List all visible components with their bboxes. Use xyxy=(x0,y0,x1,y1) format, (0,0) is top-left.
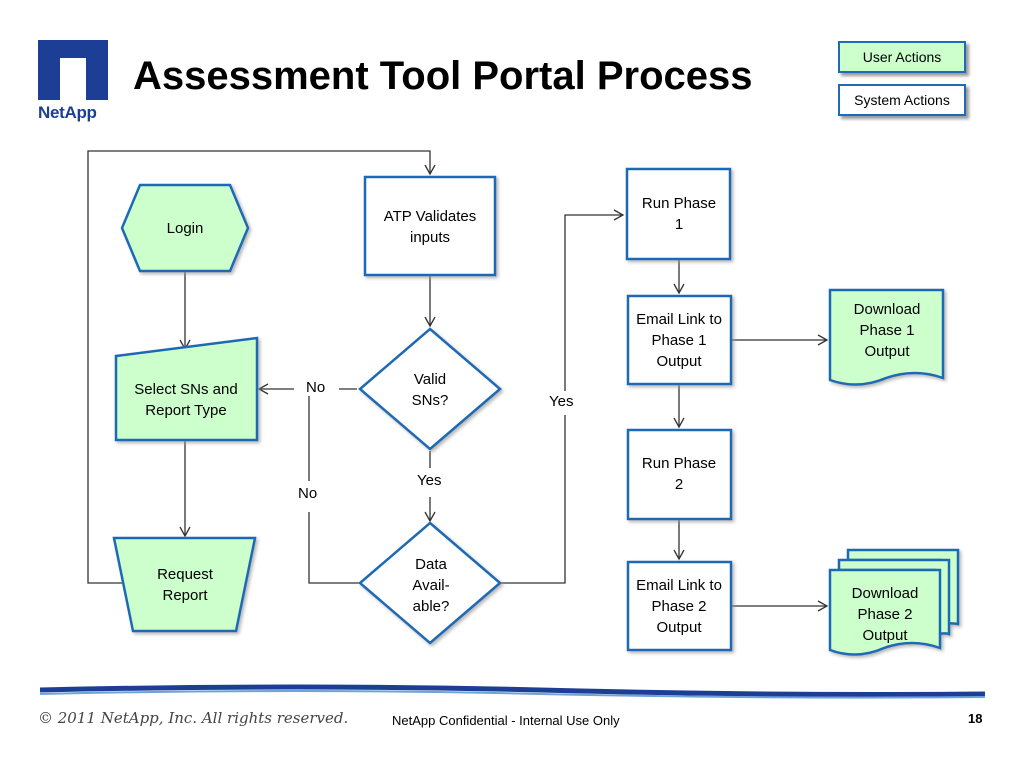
run2-label: Run Phase 2 xyxy=(641,455,717,493)
edge-label-yes-valid: Yes xyxy=(415,472,444,489)
request-trapezoid xyxy=(112,536,257,633)
data-avail-label: Data Avail-able? xyxy=(412,555,450,615)
footer-confidential: NetApp Confidential - Internal Use Only xyxy=(392,713,620,728)
download2-label: Download Phase 2 Output xyxy=(851,584,919,644)
netapp-logo xyxy=(38,40,108,100)
email2-label: Email Link to Phase 2 Output xyxy=(636,576,722,636)
footer-copyright: © 2011 NetApp, Inc. All rights reserved. xyxy=(38,709,349,727)
edge-data-yes-2 xyxy=(564,209,625,391)
download1-document xyxy=(828,288,945,386)
data-diamond xyxy=(358,521,502,645)
shapes xyxy=(112,167,960,656)
footer-bar xyxy=(39,684,986,697)
email1-box xyxy=(626,294,733,386)
footer-bar-accent xyxy=(39,690,986,699)
page-number: 18 xyxy=(968,711,983,726)
run1-label: Run Phase 1 xyxy=(641,195,717,233)
edge-data-no xyxy=(308,512,360,584)
run1-box xyxy=(625,167,732,261)
edge-request-validates xyxy=(87,150,436,584)
validates-label: ATP Validates inputs xyxy=(383,208,477,246)
logo-text: NetApp xyxy=(38,103,97,122)
edge-data-yes xyxy=(500,415,566,584)
valid-diamond xyxy=(358,327,502,451)
validates-box xyxy=(363,175,497,277)
edge-label-yes-data: Yes xyxy=(547,393,576,410)
email1-label: Email Link to Phase 1 Output xyxy=(636,310,722,370)
download2-doc-front xyxy=(828,568,942,656)
email2-box xyxy=(626,560,733,652)
select-label: Select SNs and Report Type xyxy=(134,381,238,419)
run2-box xyxy=(626,428,733,521)
login-hexagon xyxy=(120,183,250,273)
legend-user-actions: User Actions xyxy=(838,41,966,73)
download1-label: Download Phase 1 Output xyxy=(853,300,921,360)
connectors xyxy=(87,150,829,612)
select-manual-input xyxy=(114,336,259,442)
page-title: Assessment Tool Portal Process xyxy=(133,54,753,98)
valid-label: Valid SNs? xyxy=(411,371,449,409)
legend-system-actions: System Actions xyxy=(838,84,966,116)
edge-label-no-data: No xyxy=(296,485,320,502)
request-label: Request Report xyxy=(157,566,213,604)
edge-label-no-valid: No xyxy=(304,379,328,396)
login-label: Login xyxy=(166,219,204,237)
